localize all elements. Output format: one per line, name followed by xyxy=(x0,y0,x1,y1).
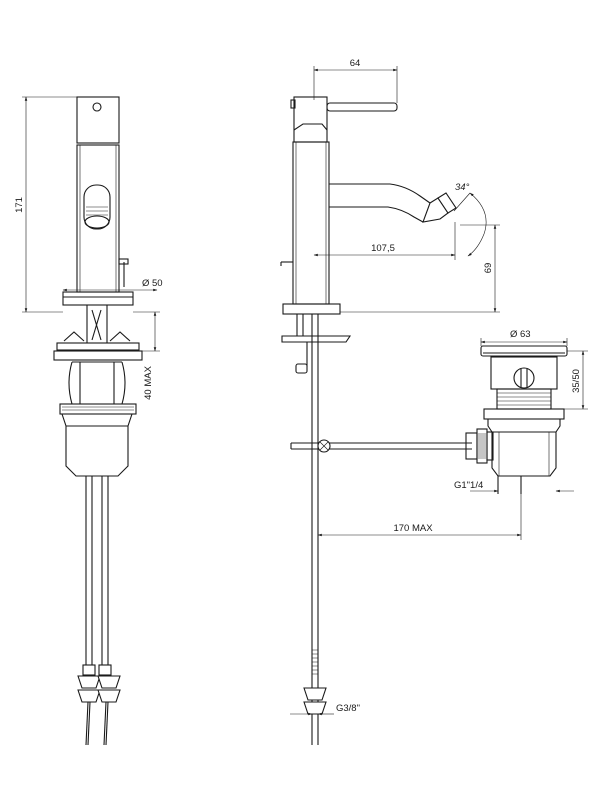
faucet-body-side xyxy=(280,96,457,315)
dimension-label-64: 64 xyxy=(350,58,361,69)
dimension-handle-reach: 64 xyxy=(313,58,398,103)
popup-rod-side xyxy=(281,314,352,745)
horizontal-rod xyxy=(290,428,494,464)
dimension-label-170-max: 170 MAX xyxy=(393,523,433,534)
dimension-label-171: 171 xyxy=(14,197,25,213)
front-view: 171 Ø 50 40 MAX xyxy=(14,96,163,746)
dimension-label-swivel-angle: 34° xyxy=(455,182,470,193)
dimension-label-diameter-63: Ø 63 xyxy=(510,329,531,340)
dimension-label-35-50: 35/50 xyxy=(571,369,582,393)
dimension-label-107-5: 107,5 xyxy=(371,243,395,254)
dimension-label-g3-8: G3/8" xyxy=(336,703,360,714)
dimension-spout-diameter: Ø 50 xyxy=(62,278,163,292)
dimension-label-g1-1-4: G1"1/4 xyxy=(454,480,483,491)
side-view: 34° 64 107,5 69 xyxy=(280,58,522,745)
dimension-waste-diameter: Ø 63 xyxy=(480,329,568,346)
dimension-rod-length: 170 MAX xyxy=(317,480,522,540)
under-deck-fixing-front xyxy=(53,305,143,477)
dimension-swivel-angle: 34° xyxy=(453,182,487,257)
dimension-label-40-max: 40 MAX xyxy=(143,365,154,399)
dimension-waste-thread: G1"1/4 xyxy=(454,480,574,493)
dimension-deck-thickness: 40 MAX xyxy=(133,311,160,400)
flexible-hoses-front xyxy=(77,476,121,746)
dimension-label-69: 69 xyxy=(483,263,494,274)
waste-assembly xyxy=(480,345,568,494)
dimension-height-171: 171 xyxy=(14,96,77,313)
faucet-body-front xyxy=(62,96,134,306)
dimension-waste-height: 35/50 xyxy=(551,350,588,410)
dimension-supply-thread: G3/8" xyxy=(290,703,360,716)
dimension-label-diameter-50: Ø 50 xyxy=(142,278,163,289)
dimension-spout-reach: 107,5 xyxy=(313,222,456,260)
dimension-spout-height: 69 xyxy=(340,224,500,313)
